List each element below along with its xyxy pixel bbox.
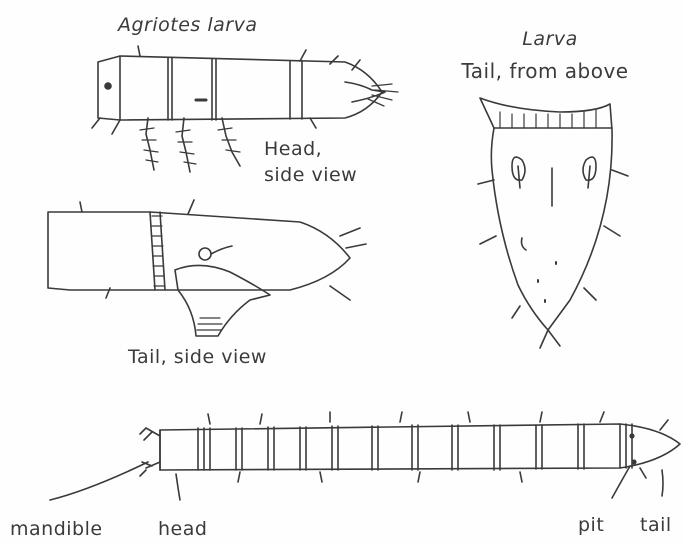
- label-pit: pit: [578, 514, 604, 536]
- label-head-side-view-line1: Head,: [264, 138, 322, 160]
- label-larva: Larva: [510, 28, 590, 50]
- label-tail: tail: [640, 514, 672, 536]
- head-side-view-drawing: [92, 46, 398, 172]
- label-mandible: mandible: [10, 518, 103, 540]
- label-tail-side-view: Tail, side view: [128, 346, 267, 368]
- label-head-side-view-line2: side view: [264, 164, 357, 186]
- label-head: head: [158, 518, 207, 540]
- label-tail-from-above: Tail, from above: [420, 60, 670, 82]
- full-larva-drawing: [50, 412, 680, 500]
- tail-side-view-drawing: [48, 200, 366, 336]
- label-agriotes-larva: Agriotes larva: [118, 14, 257, 36]
- tail-from-above-drawing: [478, 98, 628, 348]
